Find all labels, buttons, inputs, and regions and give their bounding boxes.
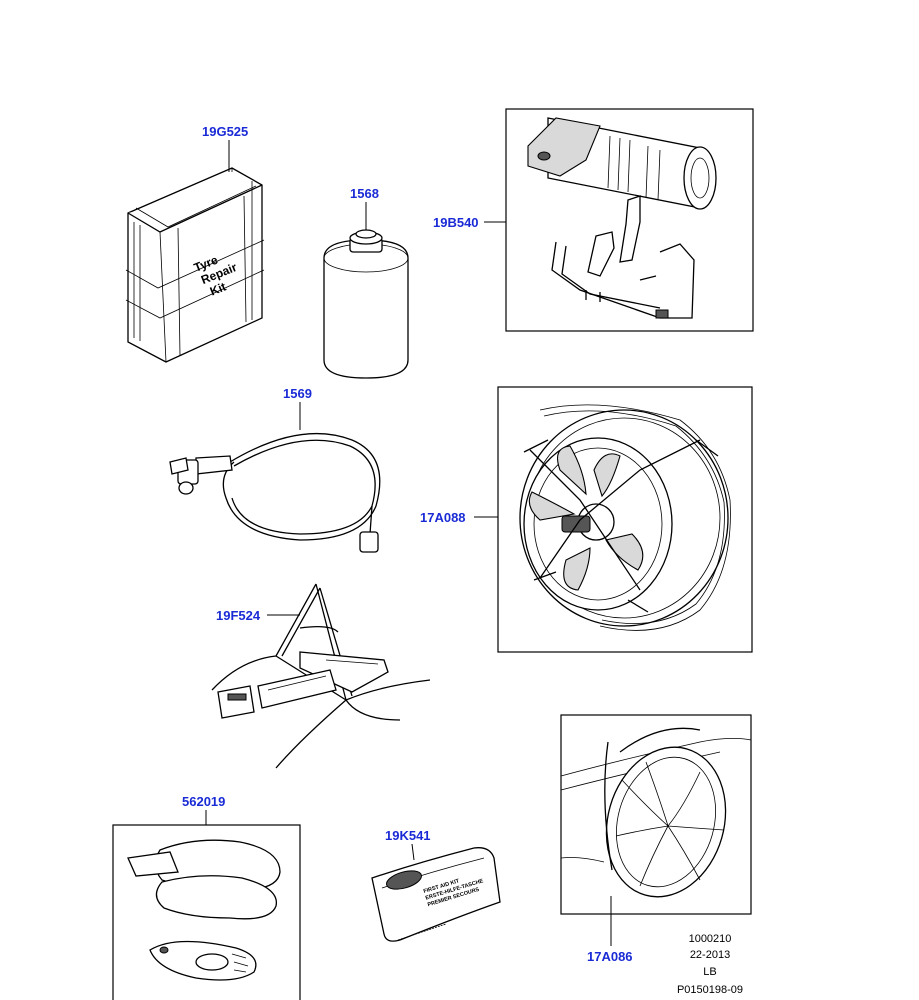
warning-triangle-illustration	[211, 583, 431, 769]
meta-line4: P0150198-09	[677, 984, 743, 996]
inflation-hose-illustration	[169, 432, 381, 553]
sealant-bottle-illustration	[323, 229, 409, 379]
meta-line2: 22-2013	[690, 949, 730, 961]
first-aid-kit-illustration: FIRST AID KIT ERSTE-HILFE-TASCHE PREMIER…	[371, 847, 501, 942]
wheel-cover-frame	[560, 714, 752, 915]
meta-line1: 1000210	[689, 933, 732, 945]
callout-17A086[interactable]: 17A086	[587, 949, 633, 964]
pouch-set-illustration	[127, 839, 281, 981]
wheel-cover-illustration	[560, 727, 752, 898]
callout-19G525[interactable]: 19G525	[202, 124, 248, 139]
callout-1569[interactable]: 1569	[283, 386, 312, 401]
tyre-repair-kit-illustration: Tyre Repair Kit	[125, 167, 265, 363]
callout-19F524[interactable]: 19F524	[216, 608, 261, 623]
callout-1568[interactable]: 1568	[350, 186, 379, 201]
callout-19K541[interactable]: 19K541	[385, 828, 431, 843]
callout-562019[interactable]: 562019	[182, 794, 225, 809]
kit-label-line3: Kit	[208, 280, 228, 299]
snow-chain-illustration	[519, 404, 731, 631]
compressor-bracket-illustration	[527, 117, 717, 319]
callout-17A088[interactable]: 17A088	[420, 510, 466, 525]
compressor-frame	[505, 108, 754, 332]
callout-19B540[interactable]: 19B540	[433, 215, 479, 230]
snow-chain-frame	[497, 386, 753, 653]
meta-line3: LB	[703, 966, 716, 978]
